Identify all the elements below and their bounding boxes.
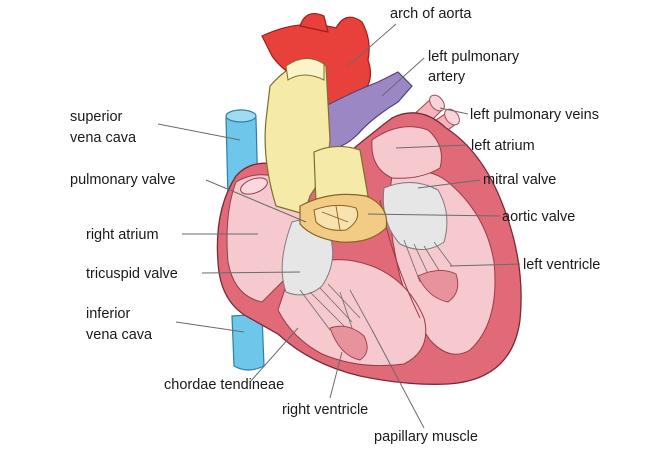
label-mitral-valve: mitral valve (483, 172, 556, 188)
leader-lines (157, 23, 521, 429)
label-left-ventricle: left ventricle (523, 257, 600, 273)
label-right-ventricle: right ventricle (282, 402, 368, 418)
label-superior-vena-cava: superior vena cava (70, 109, 137, 146)
ascending-aorta-shape (313, 145, 369, 205)
label-aortic-valve: aortic valve (502, 209, 575, 225)
label-pulmonary-valve: pulmonary valve (70, 172, 176, 188)
left-atrium-shape (371, 126, 442, 179)
label-papillary-muscle: papillary muscle (374, 429, 478, 445)
vena-cava (225, 109, 265, 371)
diagram-labels: arch of aorta left pulmonary artery supe… (70, 6, 600, 445)
label-left-atrium: left atrium (471, 138, 535, 154)
label-arch-of-aorta: arch of aorta (390, 6, 472, 22)
label-left-pulmonary-artery: left pulmonary artery (428, 49, 523, 85)
label-left-pulmonary-veins: left pulmonary veins (470, 107, 599, 123)
pulmonary-aortic-valve-ring (299, 193, 388, 243)
mitral-valve-shape (382, 182, 448, 250)
label-right-atrium: right atrium (86, 227, 159, 243)
papillary-muscle-shape (329, 270, 459, 361)
label-tricuspid-valve: tricuspid valve (86, 266, 178, 282)
superior-vena-cava-opening (225, 109, 257, 123)
label-chordae-tendineae: chordae tendineae (164, 377, 284, 393)
label-inferior-vena-cava: inferior vena cava (86, 306, 153, 343)
